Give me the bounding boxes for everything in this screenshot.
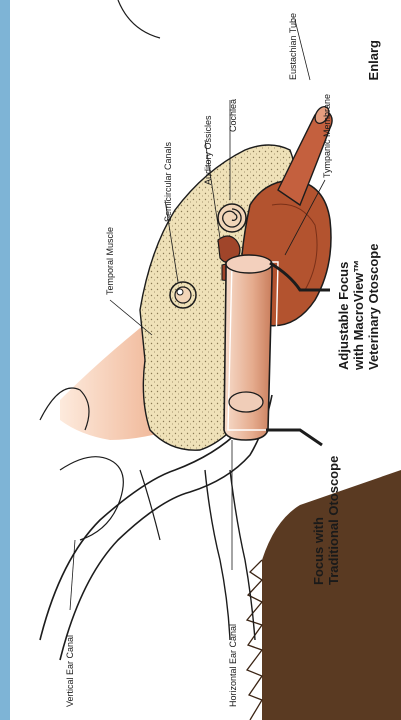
otoscope-cone	[224, 255, 278, 440]
label-auditory-ossicles: Auditory Ossicles	[203, 115, 213, 185]
macroview-line-1: Adjustable Focus	[336, 262, 351, 370]
traditional-callout-line	[266, 430, 322, 445]
label-cochlea: Cochlea	[228, 99, 238, 132]
top-arc	[118, 0, 160, 38]
cochlea	[218, 204, 246, 232]
label-temporal-muscle: Temporal Muscle	[105, 227, 115, 295]
traditional-line-1: Focus with	[311, 517, 326, 585]
label-semicircular-canals: Semicircular Canals	[163, 141, 173, 222]
traditional-line-2: Traditional Otoscope	[326, 456, 341, 585]
title-fragment: Enlarg	[366, 40, 381, 81]
label-horizontal-ear-canal: Horizontal Ear Canal	[228, 624, 238, 707]
macroview-line-3: Veterinary Otoscope	[366, 244, 381, 370]
macroview-line-2: with MacroView™	[351, 260, 366, 371]
label-eustachian-tube: Eustachian Tube	[288, 13, 298, 80]
label-tympanic-membrane: Tympanic Membrane	[322, 94, 332, 178]
traditional-callout: Focus with Traditional Otoscope	[311, 456, 341, 585]
label-vertical-ear-canal: Vertical Ear Canal	[65, 635, 75, 707]
macroview-callout: Adjustable Focus with MacroView™ Veterin…	[336, 244, 381, 371]
